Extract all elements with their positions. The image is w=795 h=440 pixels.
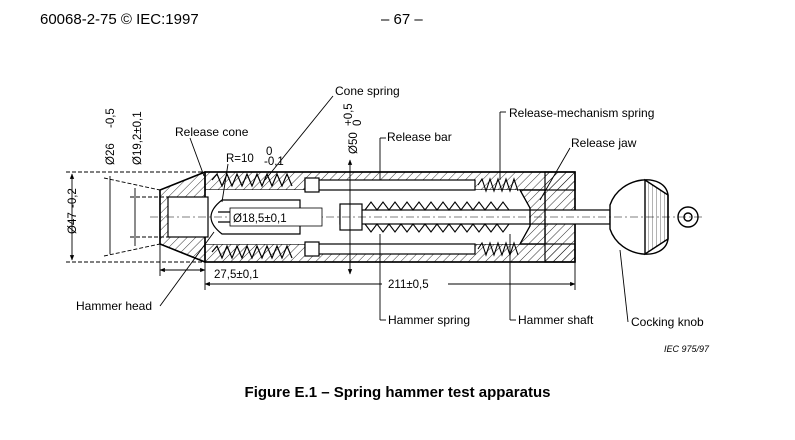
drawing-reference: IEC 975/97 — [664, 344, 710, 354]
page-number: – 67 – — [381, 11, 423, 28]
label-release-cone: Release cone — [175, 125, 249, 139]
label-release-mechanism-spring: Release-mechanism spring — [509, 106, 654, 120]
release-bar — [304, 177, 476, 257]
label-cone-spring: Cone spring — [335, 84, 400, 98]
cocking-knob — [609, 178, 699, 256]
label-hammer-spring: Hammer spring — [388, 313, 470, 327]
label-release-bar: Release bar — [387, 130, 452, 144]
document-id: 60068-2-75 © IEC:1997 — [40, 11, 199, 28]
label-release-jaw: Release jaw — [571, 136, 637, 150]
dim-len-27: 27,5±0,1 — [214, 269, 259, 281]
figure-caption: Figure E.1 – Spring hammer test apparatu… — [244, 384, 551, 401]
dim-d19: Ø19,2±0,1 — [132, 111, 144, 165]
release-mechanism-spring — [477, 177, 519, 257]
release-jaw — [518, 189, 546, 245]
hammer-spring — [364, 201, 510, 233]
dim-d18: Ø18,5±0,1 — [233, 213, 287, 225]
dim-d47: Ø47 — [67, 212, 79, 234]
dim-d50: Ø50 — [348, 132, 360, 154]
dim-radius: R=10 — [226, 153, 254, 165]
dim-len-211: 211±0,5 — [388, 279, 429, 291]
dim-d50-sup: +0,5 — [343, 103, 355, 126]
cone-spring — [211, 172, 293, 260]
label-cocking-knob: Cocking knob — [631, 315, 704, 329]
dim-d50-sub: 0 — [352, 120, 364, 126]
dim-radius-sup: 0 — [266, 146, 272, 158]
dim-d47-tol: -0,2 — [67, 188, 79, 208]
dim-radius-sub: -0,1 — [264, 156, 284, 168]
dim-d26: Ø26 — [105, 143, 117, 165]
label-hammer-head: Hammer head — [76, 299, 152, 313]
dim-d26-tol: -0,5 — [105, 108, 117, 128]
label-hammer-shaft: Hammer shaft — [518, 313, 594, 327]
